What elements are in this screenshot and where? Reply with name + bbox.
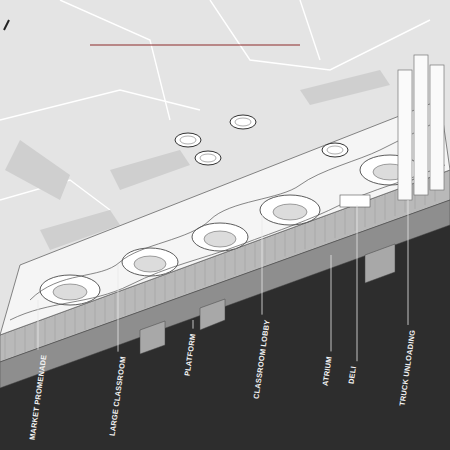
roof-curves xyxy=(10,120,445,320)
leader-line xyxy=(357,205,358,361)
leader-line xyxy=(193,320,194,329)
lower-level xyxy=(0,200,450,388)
facade-ribs xyxy=(5,177,435,360)
leader-line xyxy=(118,265,119,352)
title-mark xyxy=(4,20,9,30)
dome-rings xyxy=(180,118,343,162)
roof-slab xyxy=(0,100,450,335)
leader-line xyxy=(262,215,263,315)
title-rule xyxy=(90,44,300,45)
leader-line xyxy=(38,300,39,350)
rooftop-domes xyxy=(175,115,348,165)
pod-interiors xyxy=(53,164,407,300)
leader-line xyxy=(331,255,332,351)
towers xyxy=(398,55,444,200)
site-map xyxy=(0,0,430,210)
leader-line xyxy=(408,200,409,325)
classroom-pods xyxy=(40,155,420,305)
deli-box xyxy=(340,195,370,207)
